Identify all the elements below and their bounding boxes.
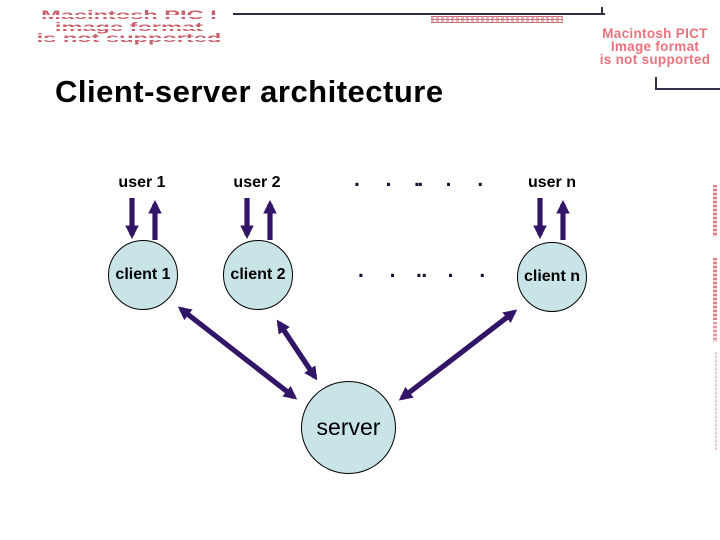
top-rule-artifact (431, 16, 563, 23)
ellipsis-dots: . . . (414, 168, 494, 191)
clientn-server-arrow (398, 309, 518, 401)
pict-placeholder-top-right: Macintosh PICT Image format is not suppo… (590, 26, 720, 67)
right-edge-artifact (713, 185, 717, 237)
right-edge-artifact (713, 322, 717, 342)
server-node-label: server (316, 414, 381, 440)
pict-placeholder-line: Macintosh PIC I (41, 10, 217, 22)
user-label-n: user n (527, 174, 576, 191)
client-node-n: client n (517, 242, 587, 312)
ellipsis-dots: . . . (358, 259, 438, 282)
pict-placeholder-line: is not supported (599, 52, 711, 67)
pict-placeholder-top-left: Macintosh PIC I image format is not supp… (8, 10, 250, 46)
client-node-label: client n (523, 268, 580, 285)
client-node-label: client 2 (230, 266, 286, 283)
top-rule-tick (601, 7, 603, 13)
client-node-2: client 2 (223, 240, 293, 310)
pict-placeholder-line: is not supported (36, 33, 222, 45)
client-node-label: client 1 (115, 266, 171, 283)
right-edge-artifact (713, 258, 717, 320)
client-node-1: client 1 (108, 240, 178, 310)
user-label-2: user 2 (233, 174, 281, 191)
top-rule-line (233, 13, 605, 15)
ellipsis-dots: . . . (354, 168, 434, 191)
right-edge-artifact (715, 352, 717, 450)
client2-server-arrow (276, 319, 318, 381)
ellipsis-dots: . . . (416, 259, 496, 282)
client1-server-arrow (177, 306, 298, 400)
pict-placeholder-line: image format (54, 21, 203, 34)
user-label-1: user 1 (118, 174, 166, 191)
corner-bracket (655, 77, 720, 90)
server-node: server (301, 381, 396, 474)
pict-placeholder-line: Image format (610, 39, 700, 54)
slide-title: Client-server architecture (55, 74, 444, 109)
pict-placeholder-line: Macintosh PICT (602, 26, 708, 41)
